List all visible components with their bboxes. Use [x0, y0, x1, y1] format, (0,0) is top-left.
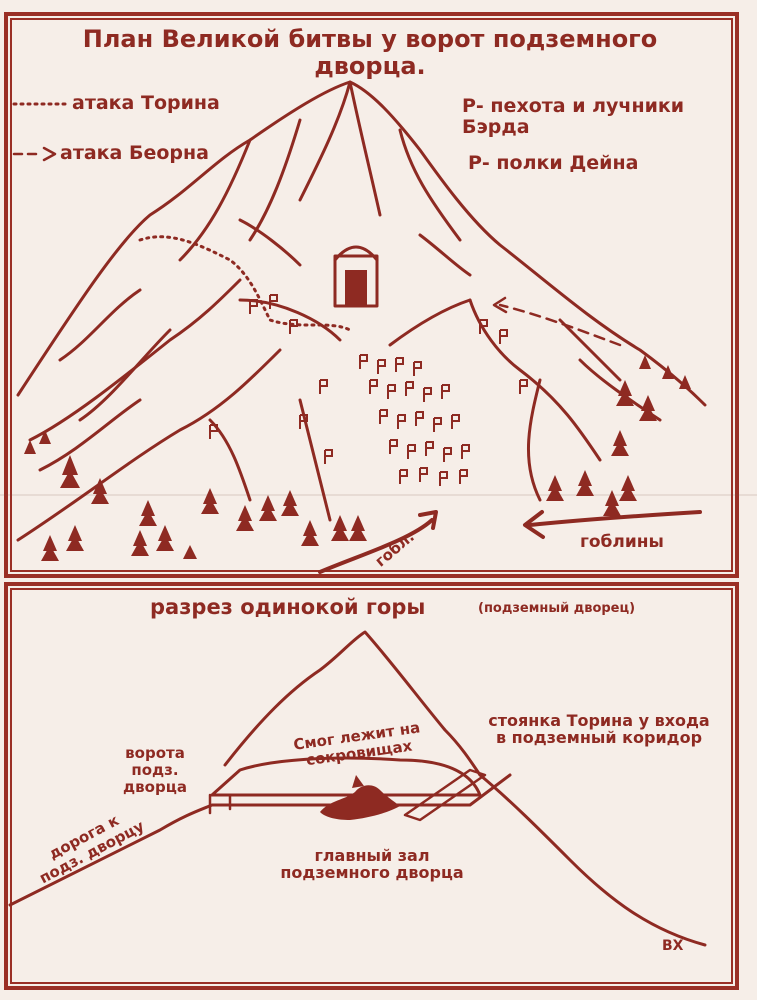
main-hall-label: главный зал подземного дворца [280, 846, 464, 882]
gate-label: ворота подз. дворца [123, 744, 187, 796]
smaug-dragon [320, 775, 400, 820]
forest [24, 355, 691, 561]
goblins-right-label: гоблины [580, 532, 664, 552]
beorn-attack-route [498, 303, 622, 347]
mountain-outline [16, 80, 707, 407]
ground-line [8, 773, 512, 907]
legend-thorin-attack: атака Торина [72, 92, 220, 114]
corridor [403, 768, 487, 822]
paper-fold [0, 494, 757, 496]
goblin-arrow-right [528, 510, 702, 527]
cross-section-subtitle: (подземный дворец) [478, 601, 636, 616]
legend-beorn-attack: атака Беорна [60, 142, 209, 164]
thorin-attack-route [138, 235, 352, 332]
top-map-frame [4, 12, 739, 578]
artist-signature: BX [662, 938, 684, 954]
lonely-mountain-outline [223, 630, 707, 947]
goblin-arrow-left [318, 518, 434, 574]
thorin-camp-label: стоянка Торина у входа в подземный корид… [488, 711, 710, 747]
bottom-map-frame [4, 582, 739, 990]
troop-flags [209, 294, 528, 486]
legend-bard-troops: Р- пехота и лучники Бэрда [462, 95, 685, 138]
battle-plan-title: План Великой битвы у ворот подземного дв… [82, 25, 658, 80]
legend-dain-troops: Р- полки Дейна [468, 152, 639, 174]
cross-section-title: разрез одинокой горы [150, 595, 426, 619]
